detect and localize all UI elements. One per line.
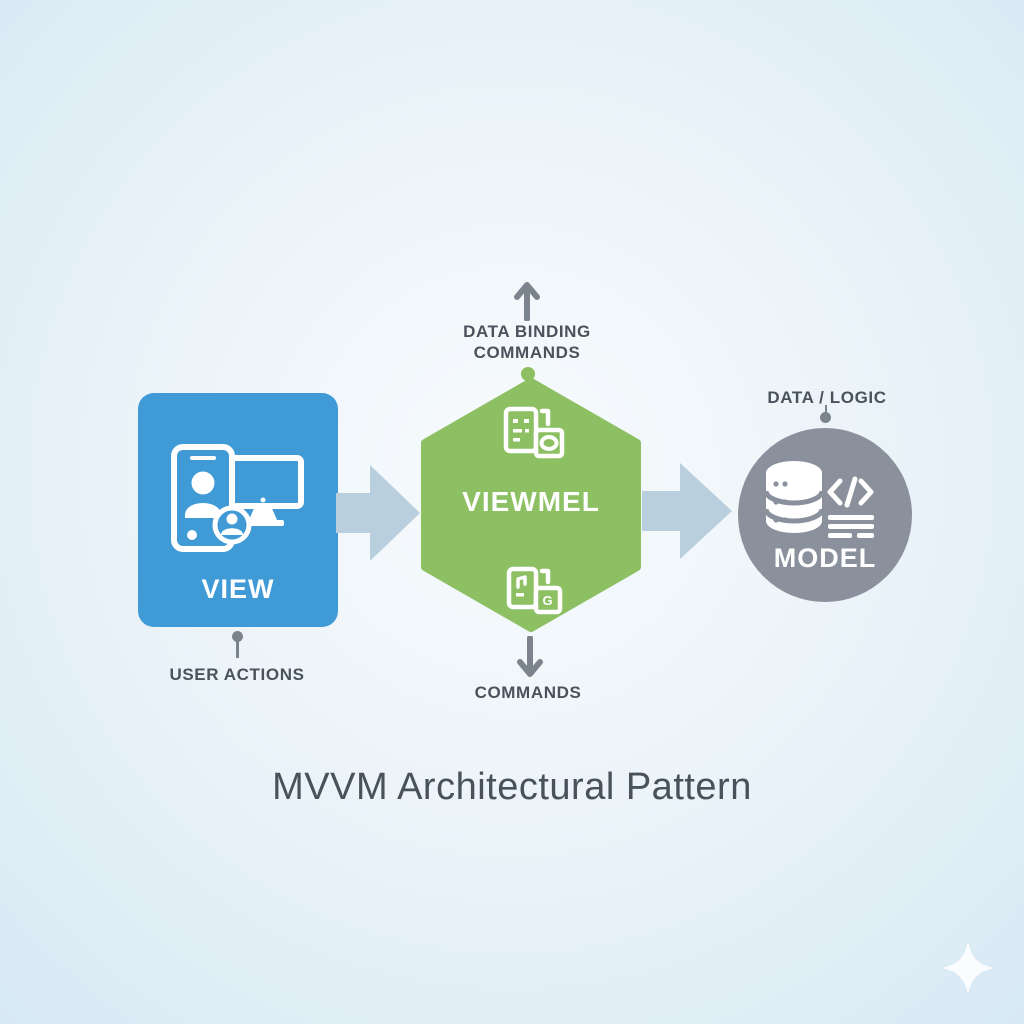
view-node: VIEW bbox=[138, 393, 338, 627]
commands-bottom-label: COMMANDS bbox=[474, 683, 582, 702]
phone-and-monitor-icon bbox=[171, 444, 304, 552]
data-binding-label: DATA BINDING bbox=[463, 322, 591, 341]
data-logic-label: DATA / LOGIC bbox=[767, 388, 887, 407]
user-actions-label: USER ACTIONS bbox=[169, 665, 305, 684]
hexagon-shape bbox=[421, 378, 641, 632]
model-label: MODEL bbox=[773, 543, 877, 573]
model-pin-dot bbox=[820, 412, 831, 423]
commands-document-icon: G bbox=[506, 566, 563, 615]
data-binding-commands-label: DATA BINDING COMMANDS bbox=[417, 321, 637, 363]
view-pin-stem bbox=[235, 641, 239, 658]
view-pin-dot bbox=[232, 631, 243, 642]
svg-text:G: G bbox=[543, 593, 553, 608]
sparkle-icon bbox=[941, 941, 995, 995]
model-pin-stem bbox=[824, 405, 827, 415]
arrow-down-icon bbox=[517, 636, 543, 677]
viewmodel-node: VIEWMEL G bbox=[421, 378, 641, 632]
view-label: VIEW bbox=[201, 574, 275, 604]
viewmodel-label: VIEWMEL bbox=[462, 486, 600, 517]
arrow-up-icon bbox=[514, 282, 540, 321]
data-binding-document-icon bbox=[503, 406, 565, 459]
diagram-title: MVVM Architectural Pattern bbox=[272, 766, 752, 808]
arrow-viewmodel-to-model-icon bbox=[642, 463, 732, 559]
model-node: MODEL bbox=[738, 428, 912, 602]
database-and-code-icon bbox=[763, 461, 874, 538]
hexagon-top-dot bbox=[521, 367, 535, 381]
arrow-view-to-viewmodel-icon bbox=[336, 465, 420, 561]
commands-top-label: COMMANDS bbox=[473, 343, 581, 362]
